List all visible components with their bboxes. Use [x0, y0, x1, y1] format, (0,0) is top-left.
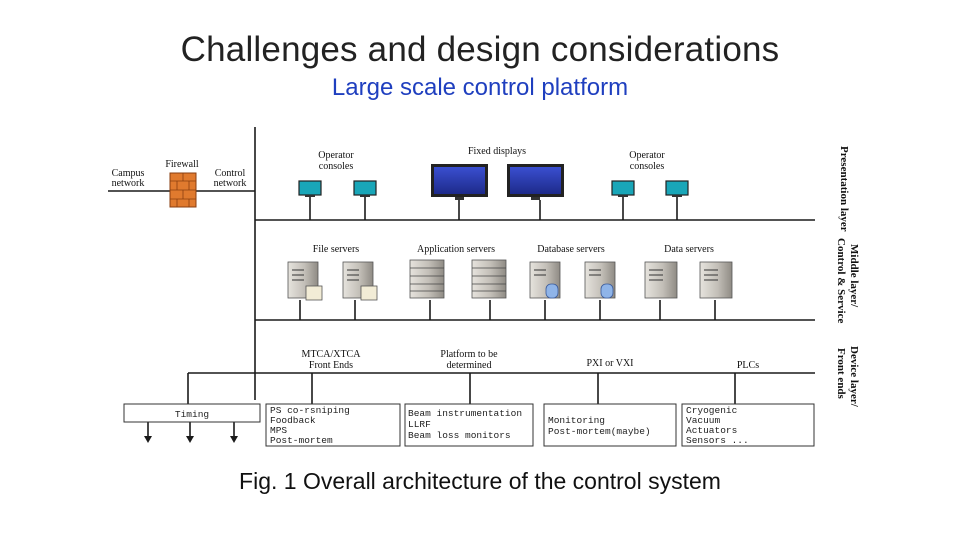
middle-layer-label-1: Middle layer/ — [848, 244, 860, 308]
timing-arrows — [144, 436, 238, 443]
cryo-label-1: Cryogenic — [686, 405, 738, 416]
console-monitor-icon — [611, 180, 635, 197]
data-server-icon — [699, 261, 733, 299]
ps-coupling-box — [265, 403, 401, 447]
slide-subtitle: Large scale control platform — [331, 74, 629, 101]
operator-consoles-left-label-2: consoles — [319, 161, 354, 172]
cryo-label-3: Actuators — [686, 425, 737, 436]
database-server-icon — [529, 261, 561, 299]
console-monitor-icon — [353, 180, 377, 197]
device-layer-label-1: Device layer/ — [848, 346, 860, 408]
application-server-icon — [471, 259, 507, 299]
monitoring-label-2: Post-mortem(maybe) — [548, 426, 651, 437]
beam-label-3: Beam loss monitors — [408, 430, 511, 441]
application-server-icon — [409, 259, 445, 299]
fixed-display-icon — [431, 164, 488, 200]
platform-label-2: determined — [447, 360, 492, 371]
beam-label-2: LLRF — [408, 419, 431, 430]
data-server-icon — [644, 261, 678, 299]
fixed-display-icon — [507, 164, 564, 200]
monitoring-label-1: Monitoring — [548, 415, 605, 426]
cryo-label-4: Sensors ... — [686, 435, 749, 446]
database-servers-label: Database servers — [537, 244, 605, 255]
control-network-label-2: network — [214, 178, 247, 189]
firewall-label: Firewall — [165, 159, 199, 170]
ps-label-1: PS co-rsniping — [270, 405, 350, 416]
middle-layer-label-2: Control & Service — [835, 238, 847, 323]
front-ends-label-2: Front Ends — [309, 360, 353, 371]
file-server-icon — [342, 261, 378, 301]
front-ends-label-1: MTCA/XTCA — [302, 349, 362, 360]
data-servers-label: Data servers — [664, 244, 714, 255]
operator-consoles-left-label-1: Operator — [318, 150, 354, 161]
beam-label-1: Beam instrumentation — [408, 408, 522, 419]
ps-label-4: Post-mortem — [270, 435, 333, 446]
monitoring-box — [543, 403, 677, 447]
file-servers-label: File servers — [313, 244, 359, 255]
campus-network-label-2: network — [112, 178, 145, 189]
operator-consoles-right-label-2: consoles — [630, 161, 665, 172]
firewall-icon — [169, 172, 197, 208]
timing-label: Timing — [175, 409, 209, 420]
network-backbone — [108, 127, 815, 438]
control-network-label-1: Control — [215, 168, 246, 179]
timing-box — [123, 403, 261, 423]
ps-label-3: MPS — [270, 425, 287, 436]
plcs-label: PLCs — [737, 360, 759, 371]
presentation-layer-label: Presentation layer — [838, 146, 850, 232]
file-server-icon — [287, 261, 323, 301]
console-monitor-icon — [665, 180, 689, 197]
operator-consoles-right-label-1: Operator — [629, 150, 665, 161]
console-monitor-icon — [298, 180, 322, 197]
platform-label-1: Platform to be — [440, 349, 498, 360]
cryo-label-2: Vacuum — [686, 415, 721, 426]
slide-title: Challenges and design considerations — [180, 30, 780, 69]
campus-network-label-1: Campus — [112, 168, 145, 179]
figure-caption: Fig. 1 Overall architecture of the contr… — [239, 468, 721, 494]
application-servers-label: Application servers — [417, 244, 495, 255]
fixed-displays-label: Fixed displays — [468, 146, 526, 157]
beam-instrumentation-box — [404, 403, 534, 447]
database-server-icon — [584, 261, 616, 299]
ps-label-2: Foodback — [270, 415, 316, 426]
cryogenic-box — [681, 403, 815, 447]
pxi-vxi-label: PXI or VXI — [586, 358, 633, 369]
device-layer-label-2: Front ends — [835, 348, 847, 400]
